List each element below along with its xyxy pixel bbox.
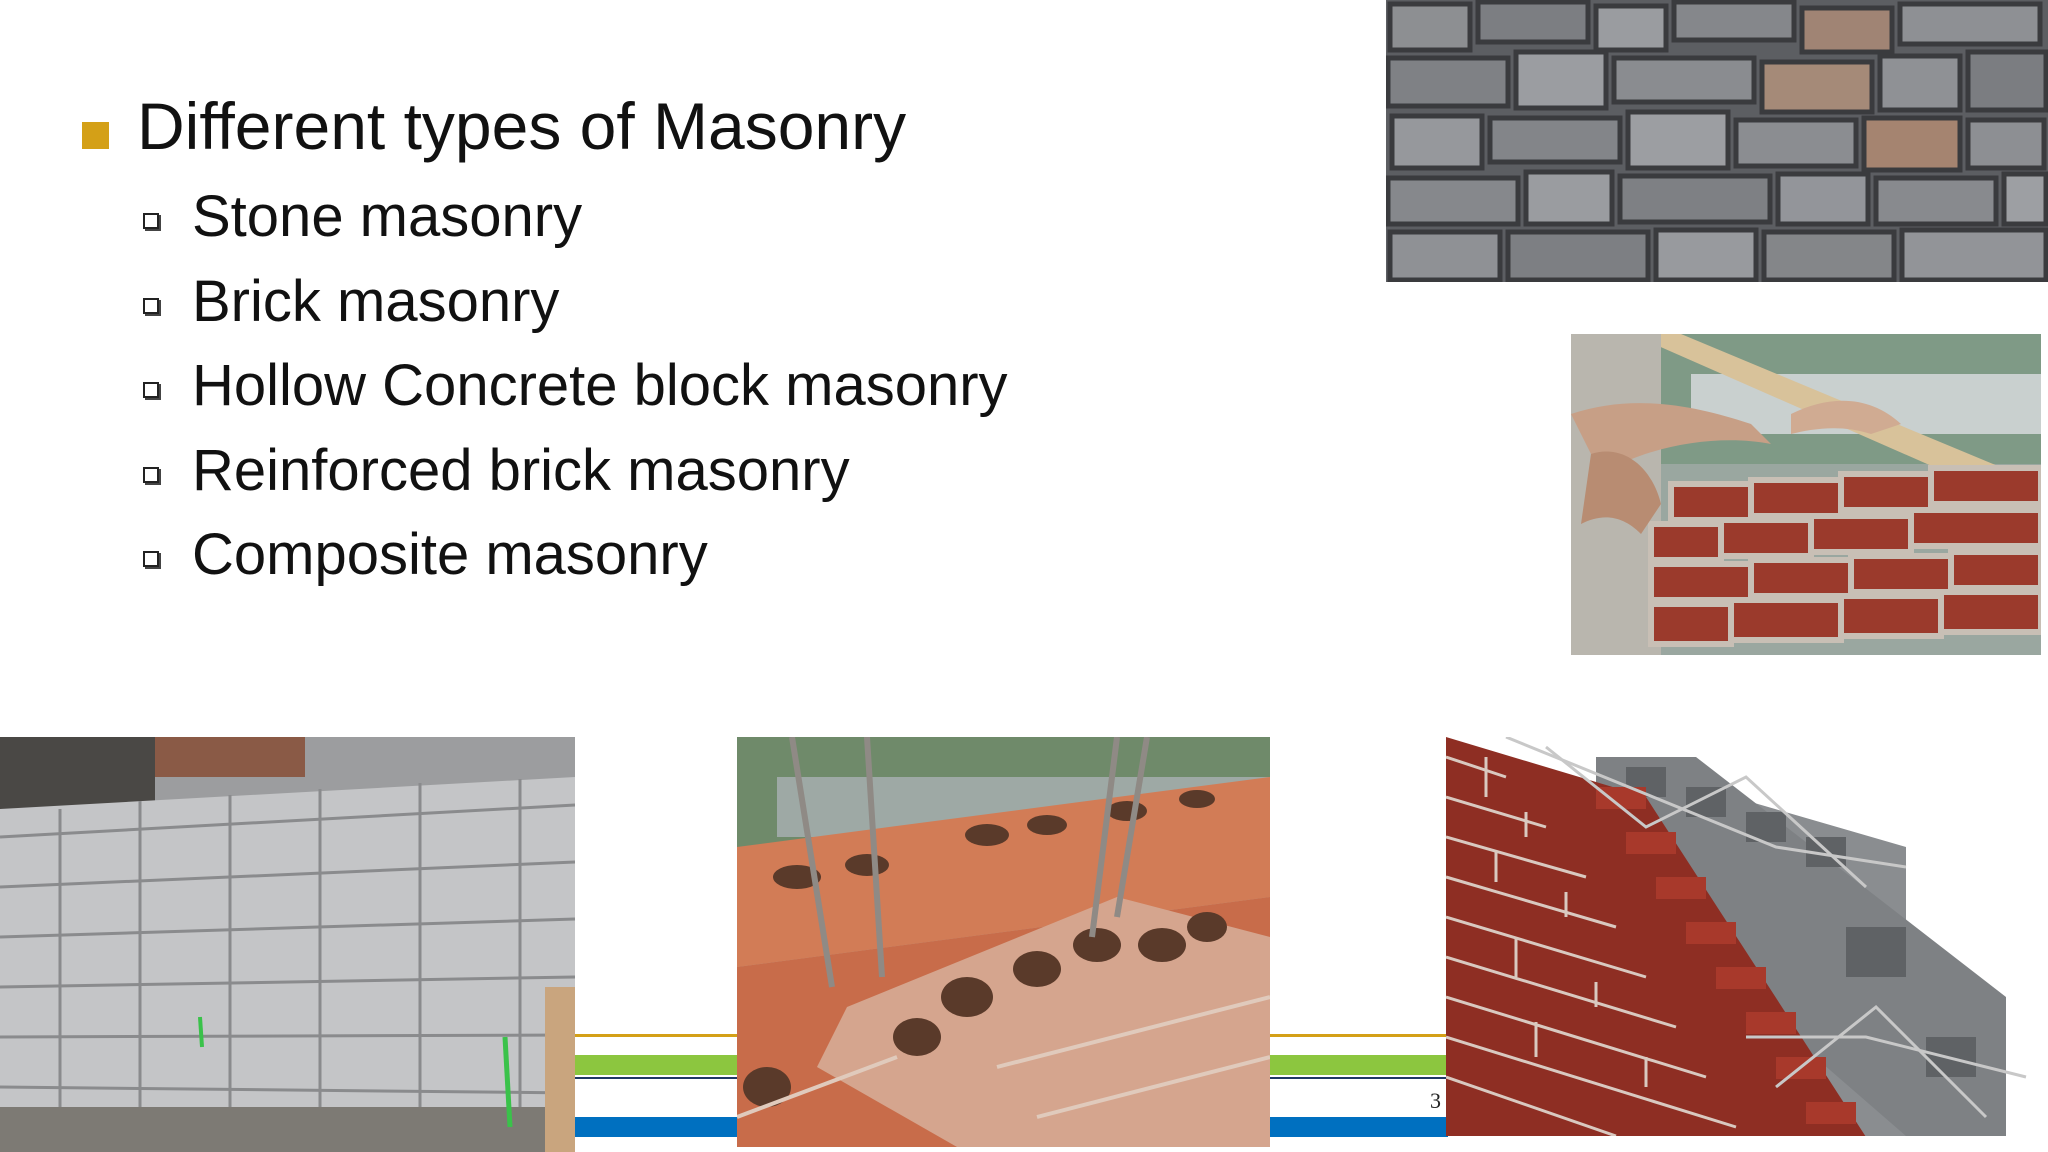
list-item-label: Brick masonry [192,269,560,334]
reinforced-brick-photo [737,737,1270,1147]
bricklaying-photo [1571,334,2041,655]
main-bullet-text: Different types of Masonry [137,89,907,163]
list-item-label: Hollow Concrete block masonry [192,353,1008,418]
list-item-label: Stone masonry [192,184,583,249]
main-bullet-marker [82,122,109,149]
checkbox-bullet-icon [143,298,159,314]
list-item-label: Reinforced brick masonry [192,438,850,503]
stone-masonry-photo [1386,0,2048,282]
checkbox-bullet-icon [143,467,159,483]
checkbox-bullet-icon [143,382,159,398]
composite-masonry-illustration [1446,737,2048,1136]
checkbox-bullet-icon [143,551,159,567]
checkbox-bullet-icon [143,213,159,229]
list-item-label: Composite masonry [192,522,708,587]
page-number: 3 [1430,1088,1441,1113]
hollow-concrete-block-wall-photo [0,737,575,1152]
